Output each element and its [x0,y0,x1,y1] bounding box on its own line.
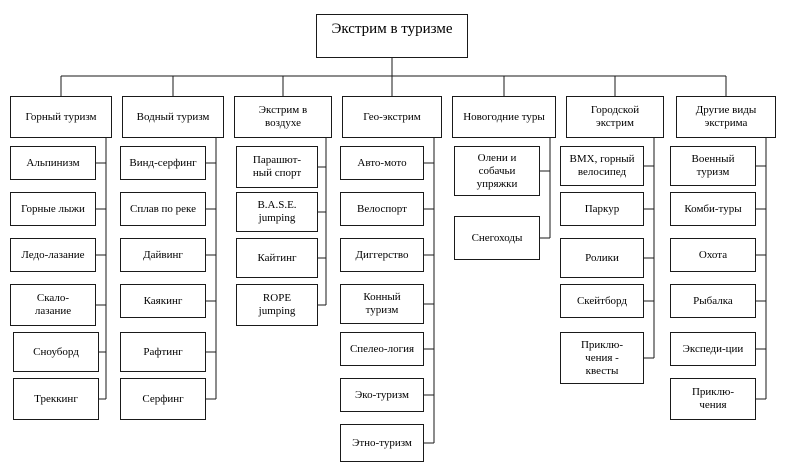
category-mountain: Горный туризм [10,96,112,138]
item-windsurfing: Винд-серфинг [120,146,206,180]
item-speleology: Спелео-логия [340,332,424,366]
item-snowboard: Сноуборд [13,332,99,372]
item-parkour: Паркур [560,192,644,226]
item-rafting: Рафтинг [120,332,206,372]
item-horse-tourism: Конный туризм [340,284,424,324]
root-box: Экстрим в туризме [316,14,468,58]
item-adventures: Приклю- чения [670,378,756,420]
item-military-tourism: Военный туризм [670,146,756,186]
item-kayaking: Каякинг [120,284,206,318]
item-trekking: Треккинг [13,378,99,420]
item-eco-tourism: Эко-туризм [340,378,424,412]
item-ethno-tourism: Этно-туризм [340,424,424,462]
item-rope-jumping: ROPE jumping [236,284,318,326]
item-quests: Приклю- чения - квесты [560,332,644,384]
item-diving: Дайвинг [120,238,206,272]
item-alpinism: Альпинизм [10,146,96,180]
item-hunting: Охота [670,238,756,272]
item-bmx: BMX, горный велосипед [560,146,644,186]
item-combi-tours: Комби-туры [670,192,756,226]
item-cycling: Велоспорт [340,192,424,226]
item-rafting-river: Сплав по реке [120,192,206,226]
item-skateboard: Скейтборд [560,284,644,318]
item-surfing: Серфинг [120,378,206,420]
item-parachute: Парашют- ный спорт [236,146,318,188]
item-rock-climbing: Скало- лазание [10,284,96,326]
item-kiting: Кайтинг [236,238,318,278]
item-ski: Горные лыжи [10,192,96,226]
item-expeditions: Экспеди-ции [670,332,756,366]
item-base-jumping: B.A.S.E. jumping [236,192,318,232]
category-geo: Гео-экстрим [342,96,442,138]
category-urban: Городской экстрим [566,96,664,138]
category-air: Экстрим в воздухе [234,96,332,138]
item-fishing: Рыбалка [670,284,756,318]
item-snowmobiles: Снегоходы [454,216,540,260]
category-newyear: Новогодние туры [452,96,556,138]
item-reindeer-dogs: Олени и собачьи упряжки [454,146,540,196]
item-auto-moto: Авто-мото [340,146,424,180]
item-digging: Диггерство [340,238,424,272]
item-ice-climbing: Ледо-лазание [10,238,96,272]
item-rollers: Ролики [560,238,644,278]
category-water: Водный туризм [122,96,224,138]
category-other: Другие виды экстрима [676,96,776,138]
